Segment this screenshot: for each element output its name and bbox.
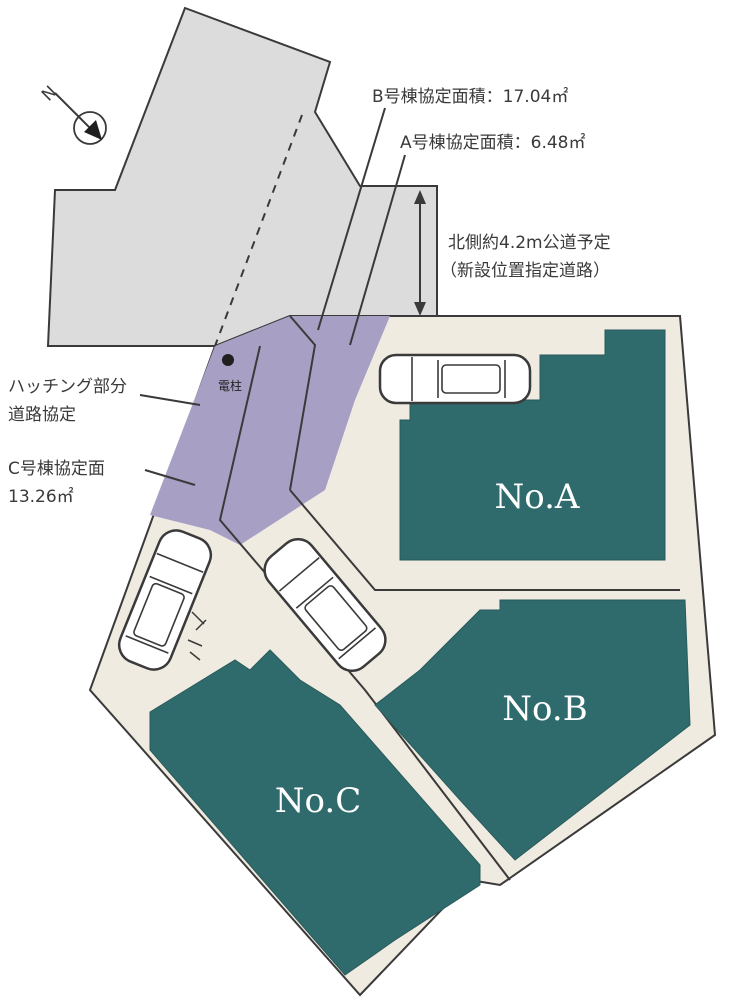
north-arrow-icon: N xyxy=(38,82,107,145)
a-area-leader xyxy=(349,154,406,346)
dimension-arrow-down xyxy=(414,302,426,316)
lot-division-b xyxy=(289,489,680,591)
road-note-line2: （新設位置指定道路） xyxy=(440,261,610,281)
house-a-footprint xyxy=(399,329,666,561)
utility-pole-label: 電柱 xyxy=(218,378,242,393)
c-area-note-line2: 13.26㎡ xyxy=(8,487,74,507)
lot-division-a-edge xyxy=(289,315,317,491)
c-area-note-line1: C号棟協定面 xyxy=(8,459,105,479)
road-note-line1: 北側約4.2m公道予定 xyxy=(448,233,611,253)
hatch-note-line1: ハッチング部分 xyxy=(8,377,127,397)
house-c-footprint xyxy=(149,649,481,976)
hatch-note-line2: 道路協定 xyxy=(8,405,76,425)
a-area-label: A号棟協定面積：6.48㎡ xyxy=(400,133,585,153)
car-lot-c xyxy=(117,529,213,671)
dimension-arrow-up xyxy=(414,190,426,204)
house-b-label: No.B xyxy=(502,689,587,729)
house-c-label: No.C xyxy=(275,781,361,821)
utility-pole-icon xyxy=(222,354,234,366)
c-area-leader xyxy=(144,469,196,486)
b-area-leader xyxy=(317,107,386,331)
house-a-label: No.A xyxy=(495,477,580,517)
road-centerline xyxy=(214,114,303,347)
existing-road xyxy=(46,6,438,347)
bicycle-sketch xyxy=(187,611,207,661)
car-lot-a xyxy=(378,353,532,405)
car-lot-b xyxy=(263,537,387,673)
svg-text:N: N xyxy=(38,82,61,105)
hatch-leader xyxy=(139,394,201,406)
house-b-footprint xyxy=(374,599,691,861)
hatched-road-agreement-area xyxy=(150,316,390,545)
b-area-label: B号棟協定面積：17.04㎡ xyxy=(372,87,568,107)
